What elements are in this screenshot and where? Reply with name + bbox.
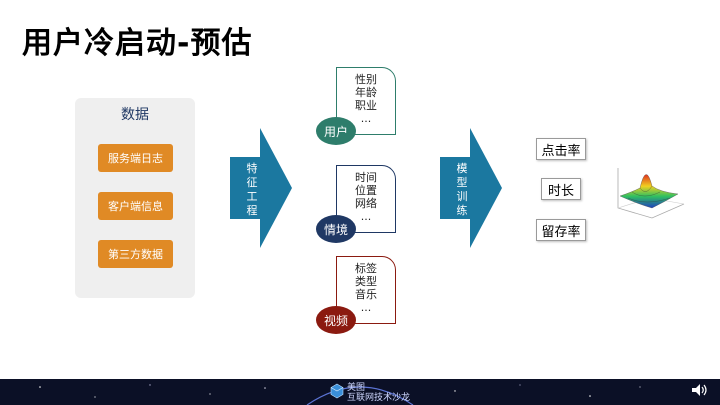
- circle-user: 用户: [316, 117, 356, 145]
- feature-line: 音乐: [355, 288, 377, 301]
- footer-logo-glow: [306, 386, 414, 405]
- data-panel-title: 数据: [121, 107, 149, 123]
- feature-line: ...: [360, 301, 372, 314]
- speaker-icon[interactable]: [690, 382, 710, 398]
- model-training-label: 模 型 训 练: [456, 162, 468, 217]
- output-duration: 时长: [541, 178, 581, 200]
- data-item-server-log: 服务端日志: [98, 144, 173, 172]
- feature-box-context: 时间 位置 网络 ...: [336, 165, 396, 233]
- circle-context: 情境: [316, 215, 356, 243]
- cube-logo-icon: [330, 383, 344, 399]
- 3d-surface-plot-icon: [617, 168, 685, 219]
- feature-line: ...: [360, 112, 372, 125]
- feature-line: 性别: [355, 73, 377, 86]
- feature-line: 类型: [355, 275, 377, 288]
- footer-bar: [0, 379, 720, 405]
- feature-engineering-arrow: [230, 128, 292, 248]
- output-retention: 留存率: [536, 219, 586, 241]
- data-panel: 数据 服务端日志 客户端信息 第三方数据: [75, 98, 195, 298]
- page-title: 用户冷启动-预估: [22, 26, 253, 61]
- logo-line2: 互联网技术沙龙: [347, 393, 411, 403]
- feature-line: 位置: [355, 184, 377, 197]
- logo-line1: 美图: [347, 383, 366, 393]
- feature-engineering-label: 特 征 工 程: [246, 162, 258, 217]
- model-training-arrow: [440, 128, 502, 248]
- data-item-third-party: 第三方数据: [98, 240, 173, 268]
- feature-line: 网络: [355, 197, 377, 210]
- feature-line: 职业: [355, 99, 377, 112]
- feature-line: 时间: [355, 171, 377, 184]
- feature-line: 年龄: [355, 86, 377, 99]
- circle-video: 视频: [316, 306, 356, 334]
- feature-line: ...: [360, 210, 372, 223]
- data-item-client-info: 客户端信息: [98, 192, 173, 220]
- footer-stars: [39, 384, 641, 398]
- output-click-rate: 点击率: [536, 138, 586, 160]
- feature-line: 标签: [355, 262, 377, 275]
- footer-logo-text: 美图 互联网技术沙龙: [347, 383, 410, 403]
